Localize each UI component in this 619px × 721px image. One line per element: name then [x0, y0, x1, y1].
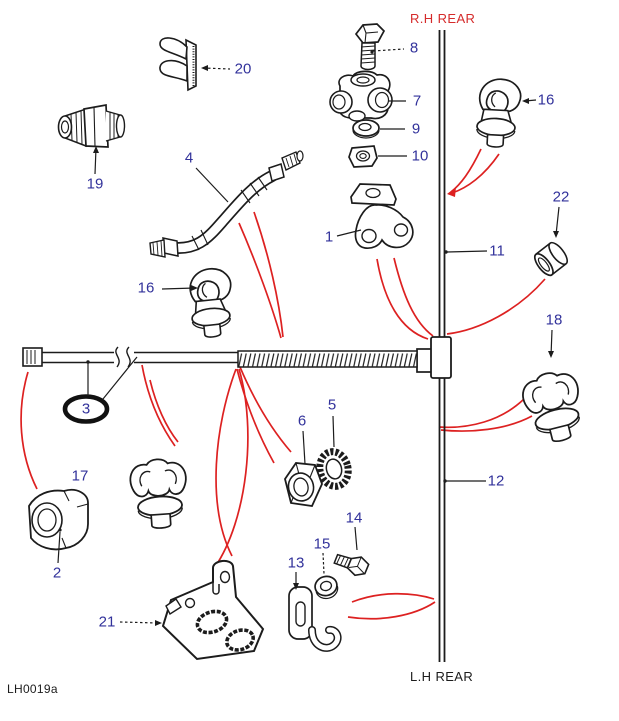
part-1-mounting-bracket [350, 183, 414, 250]
part-5-serrated-washer [316, 448, 352, 490]
part-callout-20: 20 [234, 60, 252, 78]
pipe-break-symbol [115, 346, 131, 368]
part-callout-19: 19 [86, 175, 104, 193]
part-8-bolt [354, 23, 386, 71]
part-callout-3: 3 [81, 400, 91, 418]
part-13-clip-bracket [288, 586, 342, 652]
red-leader-curves [20, 148, 546, 620]
part-callout-5: 5 [327, 396, 337, 414]
part-callout-6: 6 [297, 412, 307, 430]
red-leader-part13-a [351, 592, 435, 603]
red-leader-part21-b [214, 368, 249, 568]
red-arrowhead [447, 187, 456, 197]
red-leader-part13-b [347, 601, 436, 620]
red-leader-part6-b [239, 366, 292, 453]
part-callout-18: 18 [545, 311, 563, 329]
part-18-double-pipe-clip [517, 366, 591, 449]
part-16-pipe-clip-right [475, 77, 523, 150]
part-callout-10: 10 [411, 147, 429, 165]
red-leader-part18-b [440, 415, 533, 432]
part-19-adapter-union [57, 103, 126, 148]
caption-rh-rear: R.H REAR [410, 11, 476, 26]
part-callout-16: 16 [137, 279, 155, 297]
part-10-nut [348, 145, 378, 168]
part-callout-11: 11 [489, 242, 505, 260]
red-leader-hose-b [253, 211, 284, 338]
part-callout-16: 16 [537, 91, 555, 109]
red-leader-part2 [20, 371, 38, 490]
part-15-washer [314, 575, 339, 600]
part-callout-13: 13 [287, 554, 305, 572]
part-6-nut [284, 462, 323, 507]
part-callout-4: 4 [184, 149, 194, 167]
part-callout-9: 9 [411, 120, 421, 138]
part-22-sleeve [533, 241, 568, 277]
red-leader-part1-a [376, 258, 429, 340]
part-callout-8: 8 [409, 39, 419, 57]
part-9-washer [352, 119, 380, 139]
part-2-tube-nut [28, 489, 89, 551]
part-17-double-pipe-clip [128, 456, 191, 531]
part-callout-14: 14 [345, 509, 363, 527]
part-callout-17: 17 [71, 467, 89, 485]
pipe-junction-block [416, 336, 452, 379]
part-callout-15: 15 [313, 535, 331, 553]
part-20-spring-clip [159, 37, 197, 92]
red-leader-part21-a [215, 368, 237, 557]
part-14-screw [333, 553, 370, 577]
horizontal-pipe [22, 346, 418, 368]
part-21-support-bracket [161, 560, 265, 661]
pipe-coil-protection [238, 351, 417, 367]
red-leader-hose-a [238, 222, 282, 339]
part-3-o-ring [62, 356, 138, 424]
caption-lh-rear: L.H REAR [410, 669, 474, 684]
red-leader-part1-b [393, 257, 434, 337]
red-leader-part18-a [438, 398, 525, 429]
part-callout-1: 1 [324, 228, 334, 246]
vertical-pipe [438, 30, 446, 662]
part-callout-22: 22 [552, 188, 570, 206]
part-callout-12: 12 [487, 472, 505, 490]
part-callout-21: 21 [98, 613, 116, 631]
red-leader-part6-a [236, 368, 275, 464]
red-leader-part16r-a [450, 148, 482, 193]
red-leader-part16r-b [451, 153, 500, 194]
part-callout-7: 7 [412, 92, 422, 110]
red-leader-part22 [446, 278, 546, 335]
callout-leader-lines [57, 48, 560, 624]
part-4-flexible-hose [149, 150, 304, 258]
part-7-four-way-union [329, 70, 393, 122]
leader-arrowheads [93, 65, 559, 626]
part-callout-2: 2 [52, 564, 62, 582]
red-leader-part17-a [141, 364, 176, 447]
red-leader-part17-b [149, 379, 179, 443]
drawing-code: LH0019a [7, 682, 58, 696]
part-16-pipe-clip-left [186, 266, 237, 340]
